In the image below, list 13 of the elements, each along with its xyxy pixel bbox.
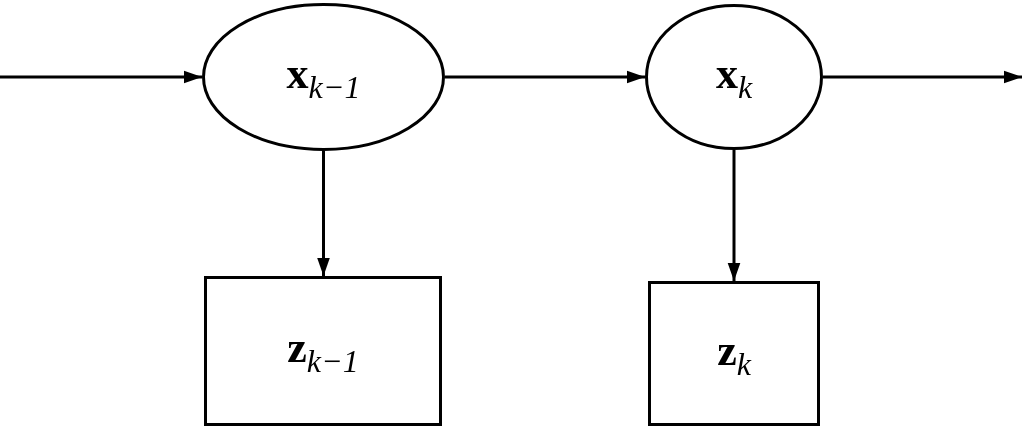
math-label: z$_{k−1}$: [287, 322, 359, 380]
arrow: [727, 150, 741, 281]
arrow: [823, 70, 1022, 84]
arrow: [445, 70, 645, 84]
observation-box: [204, 276, 442, 426]
math-label: x$_{k}$: [715, 48, 753, 106]
state-ellipse: [202, 3, 445, 151]
state-ellipse: [645, 4, 823, 150]
arrow: [0, 70, 202, 84]
math-label: z$_{k}$: [717, 324, 751, 383]
arrow: [317, 151, 330, 276]
math-label: x$_{k−1}$: [286, 48, 361, 106]
observation-box: [648, 281, 820, 426]
